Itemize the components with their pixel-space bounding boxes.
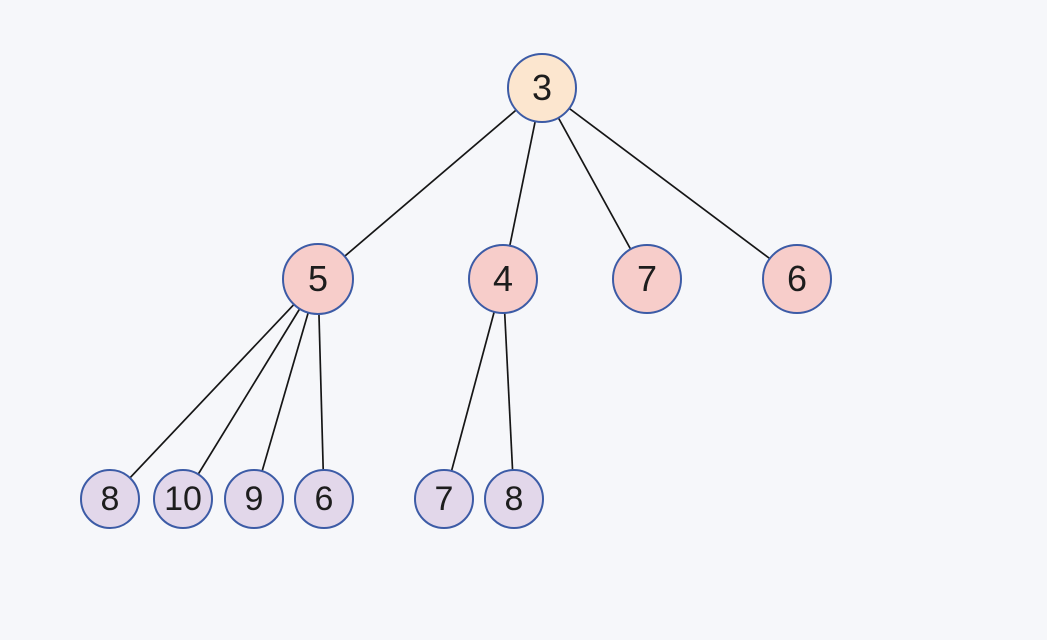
tree-node-label: 8 xyxy=(100,480,120,518)
tree-node-node-5: 5 xyxy=(282,243,354,315)
tree-node-node-4: 4 xyxy=(468,244,538,314)
tree-node-root-3: 3 xyxy=(507,53,577,123)
tree-node-label: 3 xyxy=(531,67,553,108)
tree-node-leaf-7: 7 xyxy=(414,469,474,529)
tree-node-label: 10 xyxy=(164,480,202,518)
tree-node-leaf-8a: 8 xyxy=(80,469,140,529)
tree-node-label: 6 xyxy=(314,480,334,518)
tree-node-leaf-8b: 8 xyxy=(484,469,544,529)
edge-node-5-leaf-10 xyxy=(182,278,319,500)
tree-node-leaf-9: 9 xyxy=(224,469,284,529)
tree-node-label: 9 xyxy=(244,480,264,518)
tree-node-node-6: 6 xyxy=(762,244,832,314)
tree-node-label: 7 xyxy=(434,480,454,518)
tree-node-label: 7 xyxy=(636,258,658,299)
edge-node-5-leaf-8a xyxy=(109,278,319,500)
edge-root-3-node-6 xyxy=(541,87,798,280)
edge-node-4-leaf-8b xyxy=(502,278,515,500)
edge-node-5-leaf-9 xyxy=(253,278,319,500)
tree-node-label: 8 xyxy=(504,480,524,518)
tree-node-leaf-6: 6 xyxy=(294,469,354,529)
tree-node-node-7: 7 xyxy=(612,244,682,314)
edge-node-5-leaf-6 xyxy=(317,278,325,500)
tree-node-leaf-10: 10 xyxy=(153,469,213,529)
tree-node-label: 5 xyxy=(307,258,329,299)
edge-node-4-leaf-7 xyxy=(443,278,504,500)
tree-node-label: 4 xyxy=(492,258,514,299)
edge-root-3-node-5 xyxy=(317,87,543,280)
tree-node-label: 6 xyxy=(786,258,808,299)
